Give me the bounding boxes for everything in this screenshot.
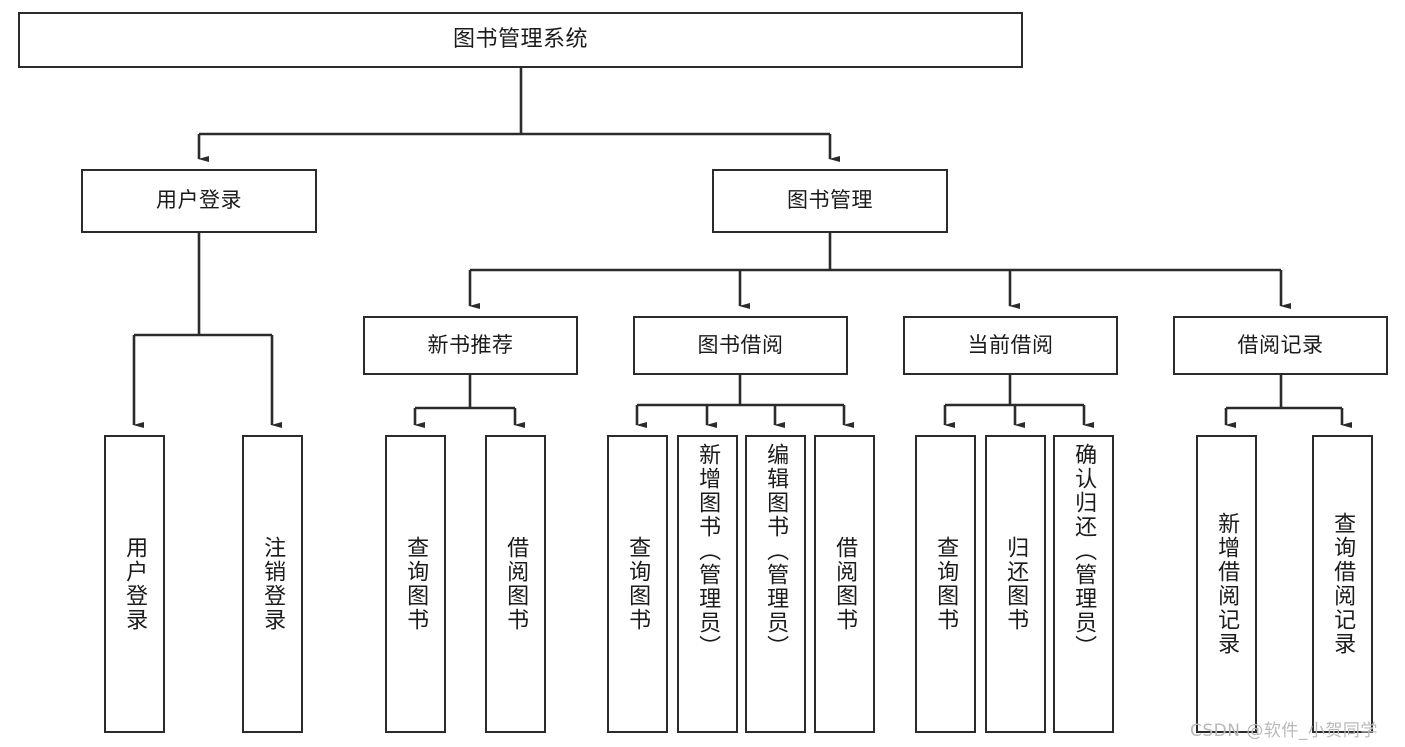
leaf-query-book-1[interactable]: 查询图书 (385, 435, 446, 733)
node-label: 确认归还（管理员） (1071, 443, 1097, 659)
leaf-logout[interactable]: 注销登录 (242, 435, 303, 733)
leaf-edit-book[interactable]: 编辑图书（管理员） (745, 435, 806, 733)
csdn-watermark: CSDN @软件_小贺同学 (1190, 721, 1378, 741)
leaf-borrow-book-1[interactable]: 借阅图书 (485, 435, 546, 733)
node-label: 新增图书（管理员） (695, 443, 721, 659)
node-label: 用户登录 (122, 536, 148, 632)
node-new-book-recommend[interactable]: 新书推荐 (363, 316, 578, 375)
node-label: 查询图书 (403, 536, 429, 632)
node-label: 查询图书 (933, 536, 959, 632)
leaf-query-book-3[interactable]: 查询图书 (915, 435, 976, 733)
node-label: 编辑图书（管理员） (763, 443, 789, 659)
node-label: 用户登录 (156, 188, 242, 213)
node-root-system[interactable]: 图书管理系统 (18, 12, 1023, 68)
leaf-query-record[interactable]: 查询借阅记录 (1312, 435, 1373, 733)
node-label: 借阅记录 (1237, 332, 1324, 357)
node-book-manage[interactable]: 图书管理 (712, 169, 948, 233)
node-label: 图书管理 (787, 188, 873, 213)
node-label: 借阅图书 (503, 536, 529, 632)
leaf-user-login[interactable]: 用户登录 (104, 435, 165, 733)
leaf-query-book-2[interactable]: 查询图书 (607, 435, 668, 733)
node-label: 图书借阅 (697, 332, 784, 357)
node-label: 图书管理系统 (452, 26, 588, 52)
node-label: 查询图书 (625, 536, 651, 632)
node-current-borrow[interactable]: 当前借阅 (903, 316, 1118, 375)
node-label: 归还图书 (1003, 536, 1029, 632)
node-label: 新增借阅记录 (1214, 512, 1240, 656)
node-borrow-record[interactable]: 借阅记录 (1173, 316, 1388, 375)
leaf-borrow-book-2[interactable]: 借阅图书 (814, 435, 875, 733)
node-label: 当前借阅 (967, 332, 1054, 357)
node-user-login[interactable]: 用户登录 (81, 169, 317, 233)
node-label: 借阅图书 (832, 536, 858, 632)
node-book-borrow[interactable]: 图书借阅 (633, 316, 848, 375)
leaf-return-book[interactable]: 归还图书 (985, 435, 1046, 733)
node-label: 查询借阅记录 (1330, 512, 1356, 656)
node-label: 注销登录 (260, 536, 286, 632)
node-label: 新书推荐 (427, 332, 514, 357)
leaf-add-record[interactable]: 新增借阅记录 (1196, 435, 1257, 733)
leaf-confirm-return[interactable]: 确认归还（管理员） (1053, 435, 1114, 733)
leaf-add-book[interactable]: 新增图书（管理员） (677, 435, 738, 733)
